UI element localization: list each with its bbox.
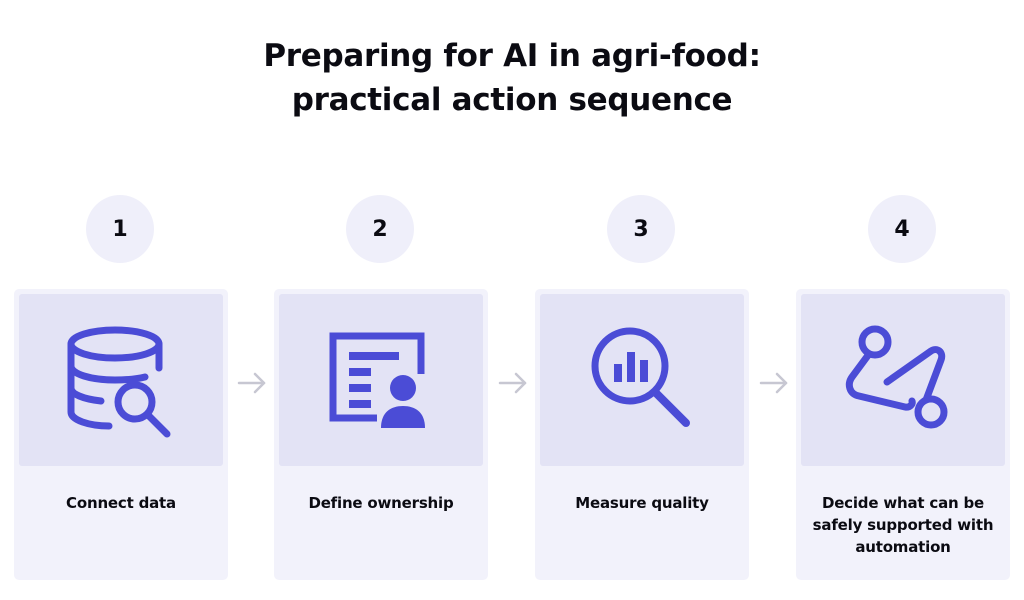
document-owner-icon bbox=[329, 332, 425, 428]
title-line-1: Preparing for AI in agri-food: bbox=[263, 38, 761, 74]
step-label: Measure quality bbox=[575, 494, 709, 512]
icon-panel bbox=[279, 294, 483, 466]
arrow-right-icon bbox=[759, 372, 788, 394]
arrow-right-icon bbox=[237, 372, 266, 394]
step-label: Decide what can be safely supported with… bbox=[812, 494, 994, 556]
step-label: Define ownership bbox=[308, 494, 454, 512]
route-path-icon bbox=[845, 325, 948, 429]
step-card: Measure quality bbox=[535, 289, 749, 580]
step-2: 2 Define ownership bbox=[274, 195, 488, 580]
step-4: 4 Decide what can be safely supported wi… bbox=[796, 195, 1010, 580]
database-search-icon bbox=[67, 326, 171, 438]
step-number-badge: 1 bbox=[86, 195, 154, 263]
icon-panel bbox=[19, 294, 223, 466]
icon-panel bbox=[540, 294, 744, 466]
magnifier-chart-icon bbox=[591, 327, 690, 427]
step-1: 1 Connect data bbox=[14, 195, 228, 580]
step-number-badge: 3 bbox=[607, 195, 675, 263]
step-card: Decide what can be safely supported with… bbox=[796, 289, 1010, 580]
step-card: Connect data bbox=[14, 289, 228, 580]
step-number-badge: 4 bbox=[868, 195, 936, 263]
arrow-right-icon bbox=[498, 372, 527, 394]
step-card: Define ownership bbox=[274, 289, 488, 580]
step-label: Connect data bbox=[66, 494, 176, 512]
title-line-2: practical action sequence bbox=[291, 82, 733, 118]
step-3: 3 Measure quality bbox=[535, 195, 749, 580]
icon-panel bbox=[801, 294, 1005, 466]
page-title: Preparing for AI in agri-food: practical… bbox=[0, 34, 1024, 122]
step-number-badge: 2 bbox=[346, 195, 414, 263]
